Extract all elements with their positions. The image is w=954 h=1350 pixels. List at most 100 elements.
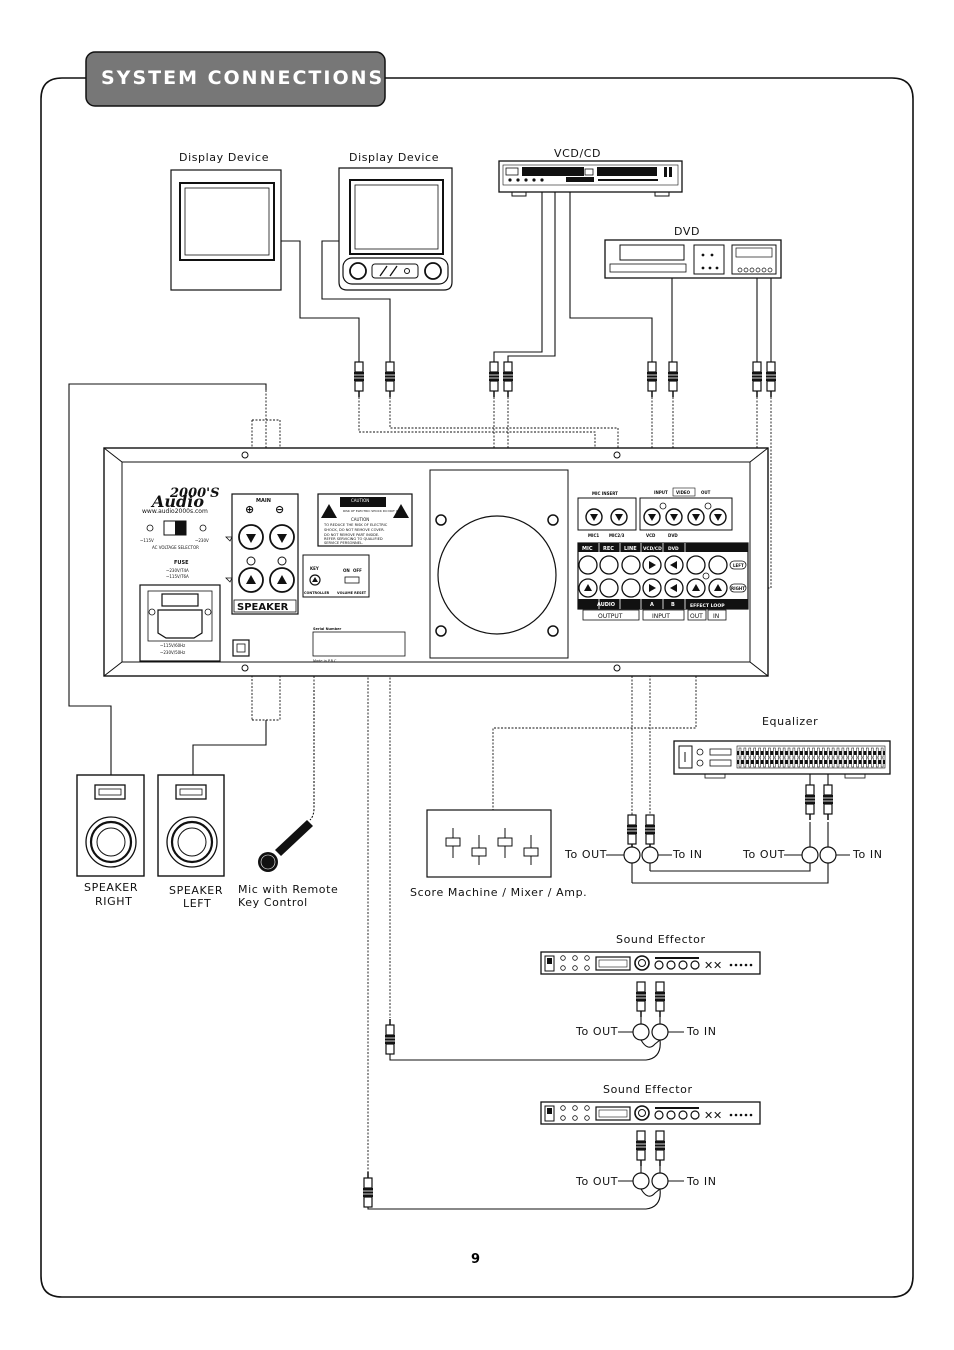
eq-to-in-a: To IN — [672, 848, 703, 861]
svg-text:✕: ✕ — [713, 1109, 722, 1122]
effect-out-label: OUT — [690, 613, 703, 620]
eq-slider — [875, 757, 879, 768]
eq-slider — [880, 757, 884, 768]
eq-slider — [831, 747, 835, 758]
vcd-cd-label: VCD/CD — [554, 147, 601, 160]
eq-slider — [768, 757, 771, 768]
eq-slider — [831, 757, 835, 768]
caution-line-1: TO REDUCE THE RISK OF ELECTRIC — [323, 523, 388, 527]
speaker-left — [157, 774, 225, 877]
eq-slider — [826, 757, 830, 768]
video-label: VIDEO — [676, 490, 691, 495]
speaker-cables — [68, 383, 267, 775]
input-label: INPUT — [654, 490, 668, 495]
mic-label-2: Key Control — [238, 896, 308, 909]
input-jack-label: INPUT — [652, 613, 670, 620]
display-device-1 — [170, 169, 282, 291]
brand-logo-top: 2000'S — [169, 486, 220, 501]
equalizer-label: Equalizer — [762, 715, 818, 728]
caution-line-5: SERVICE PERSONNEL. — [324, 541, 363, 545]
display-device-2 — [338, 167, 453, 291]
eq-slider — [861, 757, 864, 768]
out-label: OUT — [701, 490, 711, 495]
tab-rec: REC — [603, 546, 614, 552]
tab-mic: MIC — [582, 546, 593, 552]
eq-slider — [846, 757, 850, 768]
eq-slider — [856, 747, 859, 758]
sound-effector-1: ✕ ✕ — [540, 951, 761, 975]
fuse-230: ~230V/T4A — [166, 568, 189, 573]
eq-slider — [763, 747, 766, 758]
mic23-label: MIC2/3 — [609, 533, 625, 538]
b-label: B — [671, 602, 675, 608]
volume-reset-label: VOLUME RESET — [337, 591, 367, 595]
speaker-left-label-2: LEFT — [183, 897, 211, 910]
voltage-selector-label: AC VOLTAGE SELECTOR — [152, 545, 199, 550]
eq-slider — [826, 747, 830, 758]
rca-plugs-top — [353, 361, 777, 398]
amplifier-back-panel: 2000'S Audio www.audio2000s.com ~115V ~2… — [103, 447, 769, 677]
eq-to-out-a: To OUT — [564, 848, 607, 861]
eq-slider — [822, 757, 825, 768]
svg-text:✕: ✕ — [704, 959, 713, 972]
eq-slider — [802, 757, 805, 768]
caution-sub: RISK OF ELECTRIC SHOCK DO NOT OPEN — [343, 509, 404, 513]
dvd-player — [604, 239, 782, 279]
eq-slider — [768, 747, 771, 758]
page-frame — [40, 77, 914, 1298]
eq-slider — [797, 747, 801, 758]
svg-text:✕: ✕ — [704, 1109, 713, 1122]
audio-label: AUDIO — [597, 602, 615, 608]
caution-title: CAUTION — [351, 517, 369, 522]
eq-slider — [856, 757, 859, 768]
fuse-115: ~115V/T6A — [166, 574, 189, 579]
speaker-right — [76, 774, 145, 877]
eq-slider — [773, 747, 776, 758]
eq-slider — [743, 757, 747, 768]
voltage-230: ~230V — [195, 538, 209, 543]
caution-line-3: DO NOT REMOVE PART INSIDE. — [324, 533, 379, 537]
equalizer-slider-ticks — [738, 747, 884, 768]
equalizer-cables — [631, 774, 829, 884]
sound-effector-1-connections — [385, 981, 684, 1061]
eq-slider — [822, 747, 825, 758]
tab-vcdcd: VCD/CD — [643, 546, 662, 552]
eq-slider — [807, 757, 810, 768]
tab-dvd: DVD — [668, 546, 679, 552]
made-in-label: Made in P.R.C. — [313, 659, 338, 663]
key-label: KEY — [310, 566, 319, 571]
eq-slider — [787, 747, 791, 758]
eq-slider — [758, 747, 761, 758]
eq-slider — [871, 757, 874, 768]
eq-slider — [782, 757, 786, 768]
eq-slider — [875, 747, 879, 758]
effect-loop-label: EFFECT LOOP — [690, 603, 725, 609]
voltage-115: ~115V — [140, 538, 154, 543]
eq-slider — [758, 757, 761, 768]
fx2-to-in: To IN — [686, 1175, 717, 1188]
caution-line-2: SHOCK, DO NOT REMOVE COVER. — [324, 528, 385, 532]
speaker-terminal-label: SPEAKER — [237, 602, 289, 613]
brand-logo-bottom: Audio — [150, 492, 204, 511]
equalizer-plugs — [606, 784, 850, 864]
eq-slider — [797, 757, 801, 768]
speaker-left-label-1: SPEAKER — [169, 884, 223, 897]
serial-number-label: Serial Number — [313, 627, 342, 631]
vcd-jack-label: VCD — [646, 533, 656, 538]
eq-slider — [841, 757, 845, 768]
eq-slider — [743, 747, 747, 758]
page-number: 9 — [471, 1252, 480, 1267]
display-device-1-label: Display Device — [179, 151, 269, 164]
svg-text:⊕: ⊕ — [245, 503, 254, 516]
display-device-2-label: Display Device — [349, 151, 439, 164]
left-label: LEFT — [733, 563, 744, 568]
power-230: ~230V/50Hz — [160, 650, 185, 655]
eq-slider — [748, 757, 752, 768]
eq-slider — [866, 747, 869, 758]
sound-effector-2-connections — [363, 1130, 684, 1210]
controller-label: CONTROLLER — [304, 591, 330, 595]
sound-effector-1-label: Sound Effector — [616, 933, 706, 946]
off-label: OFF — [353, 568, 362, 573]
tab-line: LINE — [624, 546, 637, 552]
